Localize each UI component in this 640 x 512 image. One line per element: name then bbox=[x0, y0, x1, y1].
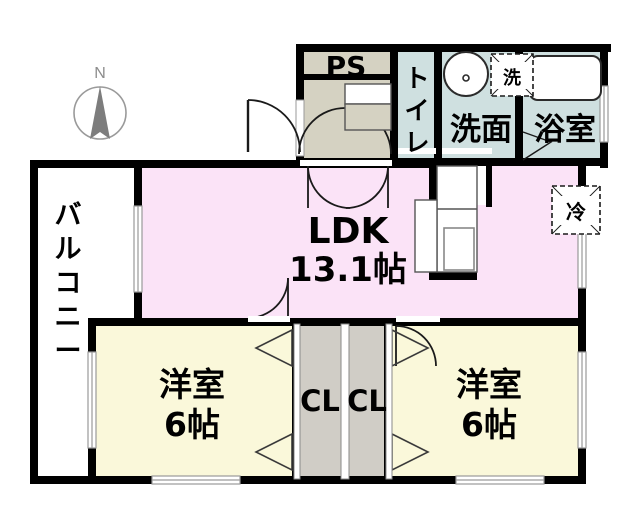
label-washer: 洗 bbox=[503, 67, 521, 89]
room-fill-ldk bbox=[138, 163, 581, 321]
label-balcony: バ ル コ ニ ー bbox=[55, 200, 82, 367]
room-fill-closet-left bbox=[299, 324, 341, 479]
door-bedroom-right-arc bbox=[395, 325, 437, 367]
label-bedroom-right-name: 洋室 bbox=[456, 365, 522, 404]
label-balcony-c4: ニ bbox=[55, 302, 82, 333]
label-toilet-c2: イ bbox=[404, 96, 429, 125]
label-washroom: 洗面 bbox=[450, 112, 512, 148]
kitchen-side-unit bbox=[414, 199, 438, 273]
room-fills bbox=[36, 50, 607, 482]
closet-slide-left-top bbox=[254, 328, 293, 368]
label-bedroom-left-name: 洋室 bbox=[159, 365, 225, 404]
north-arrow: N bbox=[73, 65, 127, 140]
shoe-cabinet bbox=[344, 83, 392, 105]
fixtures bbox=[344, 51, 602, 273]
door-bathroom-fold bbox=[522, 131, 553, 161]
compass-needle bbox=[90, 86, 110, 139]
compass-label-north: N bbox=[94, 65, 106, 82]
door-shoe-cabinet-arc2 bbox=[298, 107, 346, 155]
label-fridge: 冷 bbox=[566, 200, 586, 224]
label-bathroom: 浴室 bbox=[534, 112, 596, 148]
hall-step bbox=[344, 103, 392, 131]
closet-doors bbox=[254, 323, 430, 480]
room-fill-bedroom-left bbox=[92, 321, 292, 481]
label-balcony-c5: ー bbox=[55, 336, 82, 367]
room-fill-toilet bbox=[398, 50, 437, 163]
label-toilet-c3: レ bbox=[404, 128, 429, 157]
labels: バ ル コ ニ ー LDK 13.1帖 洋室 6帖 洋室 6帖 CL CL PS… bbox=[55, 50, 597, 444]
label-closet-left: CL bbox=[300, 384, 340, 418]
kitchen-sink bbox=[443, 227, 475, 271]
label-bedroom-right-area: 6帖 bbox=[461, 405, 517, 444]
closet-slide-left-bottom bbox=[254, 432, 293, 472]
windows bbox=[87, 85, 609, 485]
door-entrance-slot bbox=[295, 99, 305, 157]
label-ldk-name: LDK bbox=[308, 211, 390, 252]
label-closet-right: CL bbox=[347, 384, 387, 418]
room-fill-bedroom-right bbox=[388, 321, 582, 481]
sink-icon bbox=[443, 51, 489, 97]
label-balcony-c3: コ bbox=[55, 268, 82, 299]
room-fill-ps bbox=[300, 50, 394, 78]
room-fill-closet-right bbox=[348, 324, 388, 479]
bathtub bbox=[528, 55, 602, 101]
label-ldk-area: 13.1帖 bbox=[289, 250, 407, 290]
label-balcony-c2: ル bbox=[55, 234, 82, 265]
door-entry-arc bbox=[247, 99, 301, 153]
door-openings bbox=[248, 148, 492, 322]
label-toilet-c1: ト bbox=[404, 64, 429, 93]
label-ps: PS bbox=[326, 50, 367, 83]
label-balcony-c1: バ bbox=[55, 200, 82, 231]
label-bedroom-left-area: 6帖 bbox=[164, 405, 220, 444]
label-toilet: ト イ レ bbox=[404, 64, 429, 157]
